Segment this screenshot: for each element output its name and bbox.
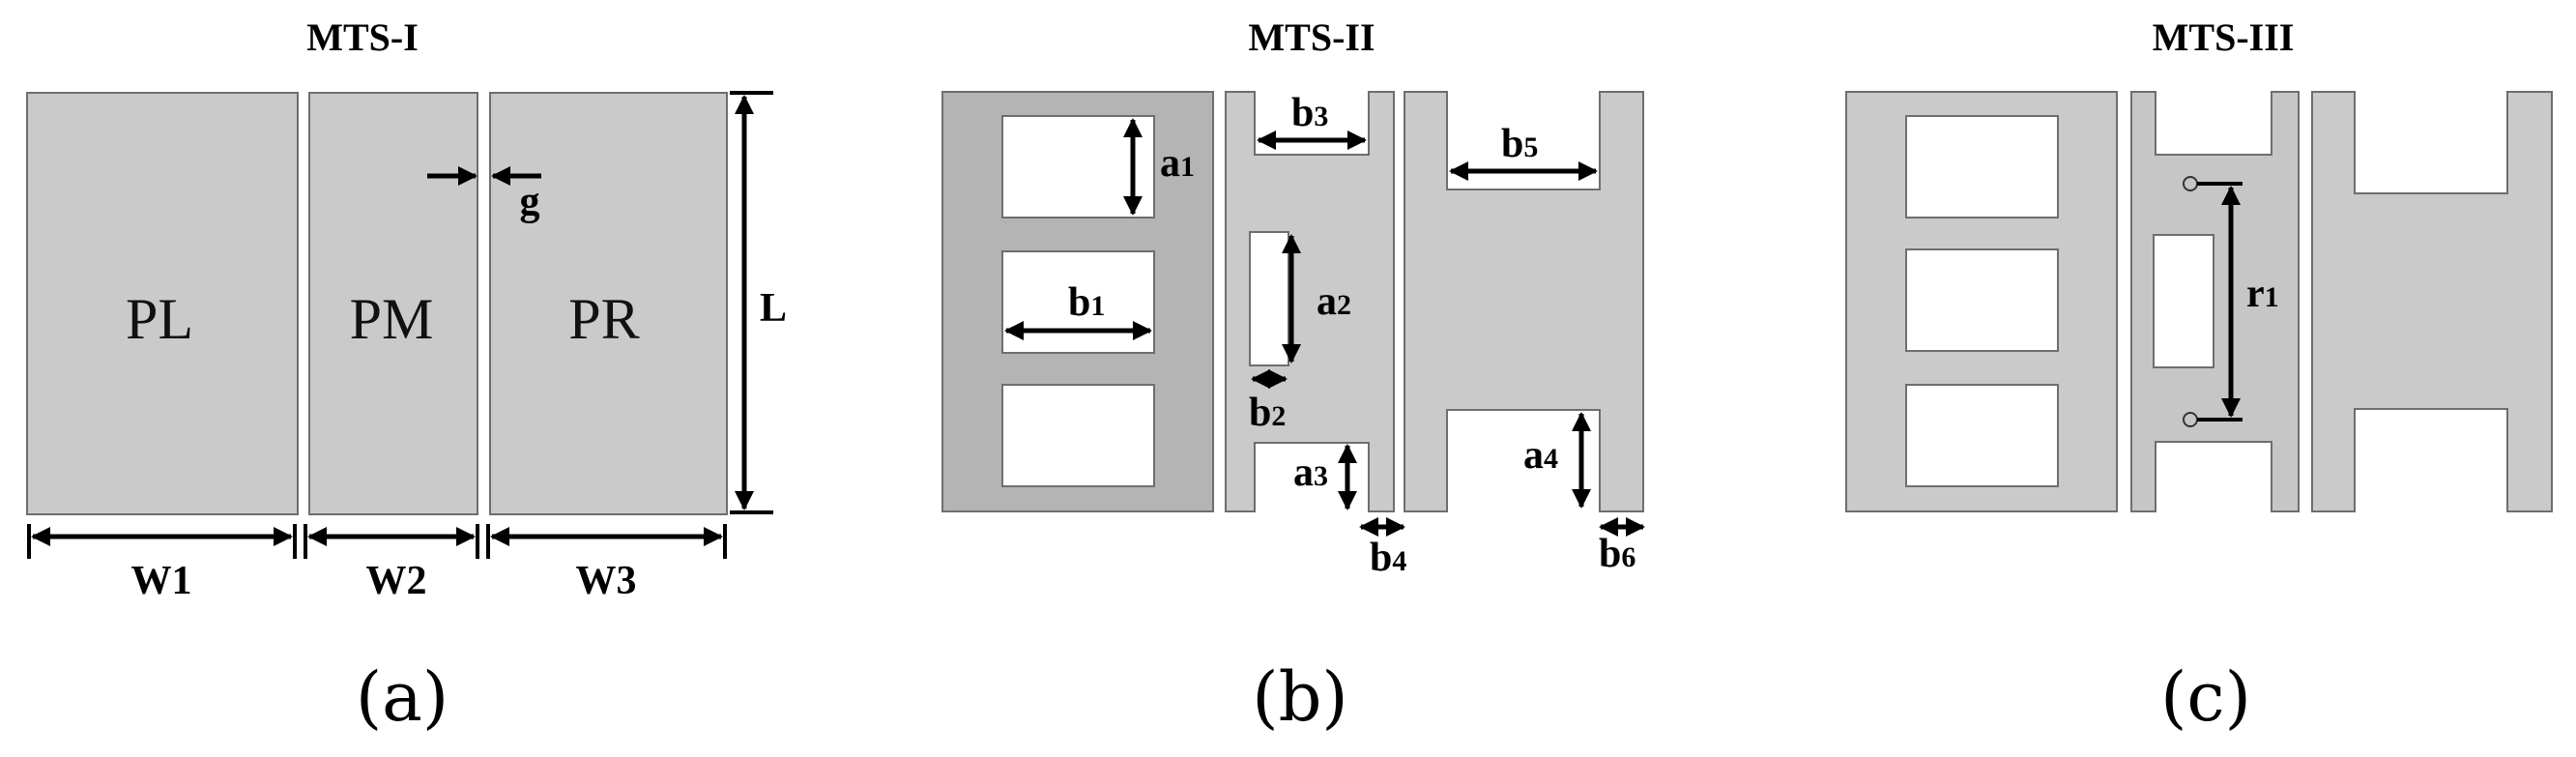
slot-hole-vertical: [2153, 234, 2214, 368]
patch-right: [1404, 91, 1644, 512]
dim-label-b6: b6: [1599, 532, 1635, 576]
dim-label-w1: W1: [131, 559, 192, 603]
dim-b2-sub: 2: [1271, 400, 1286, 432]
dim-label-l: L: [760, 286, 787, 331]
dim-b5-base: b: [1501, 122, 1523, 166]
dim-label-b2: b2: [1249, 391, 1286, 435]
dim-label-b1: b1: [1068, 280, 1105, 325]
patch-middle-label: PM: [350, 287, 434, 351]
dim-a4-sub: 4: [1544, 443, 1558, 475]
dim-a4-base: a: [1523, 433, 1544, 478]
slot-hole-vertical: [1249, 231, 1289, 366]
panel-b: MTS-II a1 b1 b3 a2 b2 a3 b4: [941, 15, 1645, 737]
dim-a1-sub: 1: [1180, 151, 1195, 183]
dim-r1-base: r: [2246, 272, 2265, 316]
panel-c-caption: (c): [2160, 657, 2251, 737]
dim-b6-base: b: [1599, 532, 1621, 576]
dim-label-a4: a4: [1523, 433, 1558, 478]
dim-label-r1: r1: [2246, 272, 2279, 316]
panel-c: MTS-III r1 (c): [1845, 15, 2553, 737]
dim-b3-base: b: [1291, 91, 1314, 135]
dim-a3-base: a: [1293, 451, 1314, 495]
dim-label-b3: b3: [1291, 91, 1328, 135]
dim-a3-sub: 3: [1314, 460, 1328, 492]
dim-label-b5: b5: [1501, 122, 1538, 166]
patch-middle: [2130, 91, 2300, 512]
dim-label-w2: W2: [366, 559, 427, 603]
dim-b3-sub: 3: [1314, 101, 1328, 132]
patch-middle: [1225, 91, 1395, 512]
dim-label-a3: a3: [1293, 451, 1328, 495]
dim-b5-sub: 5: [1523, 131, 1538, 163]
dim-b1-sub: 1: [1090, 290, 1105, 322]
patch-right: [489, 92, 728, 515]
dim-b4-base: b: [1370, 536, 1392, 580]
slot-hole-middle: [1905, 248, 2059, 352]
dim-label-a2: a2: [1317, 279, 1351, 324]
patch-right: [2311, 91, 2553, 512]
slot-hole-top: [1905, 115, 2059, 218]
patch-left-label: PL: [126, 287, 193, 351]
panel-a-caption: (a): [356, 657, 449, 737]
dim-b6-sub: 6: [1621, 541, 1635, 573]
dim-label-w3: W3: [576, 559, 637, 603]
dim-r1-sub: 1: [2265, 281, 2279, 313]
dim-b2-base: b: [1249, 391, 1271, 435]
panel-c-title: MTS-III: [2153, 15, 2295, 59]
dim-label-a1: a1: [1160, 141, 1195, 186]
slot-hole-bottom: [1905, 384, 2059, 487]
dim-b1-base: b: [1068, 280, 1090, 325]
patch-left: [26, 92, 299, 515]
dim-b4-sub: 4: [1392, 545, 1406, 577]
panel-b-title: MTS-II: [1248, 15, 1375, 59]
dim-label-g: g: [520, 180, 540, 224]
patch-middle: [308, 92, 478, 515]
panel-b-caption: (b): [1252, 657, 1347, 737]
panel-a-title: MTS-I: [306, 15, 419, 59]
dim-a2-sub: 2: [1337, 289, 1351, 321]
dim-a1-base: a: [1160, 141, 1180, 186]
panel-a: MTS-I PL PM PR g L W1 W2 W3 (a): [26, 15, 787, 737]
slot-hole-bottom: [1001, 384, 1155, 487]
dim-label-b4: b4: [1370, 536, 1406, 580]
patch-right-label: PR: [568, 287, 639, 351]
dim-a2-base: a: [1317, 279, 1337, 324]
